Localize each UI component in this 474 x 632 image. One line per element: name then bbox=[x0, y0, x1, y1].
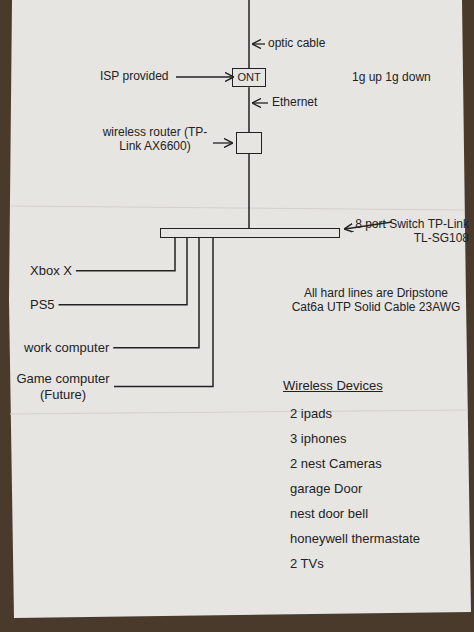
list-item: honeywell thermastate bbox=[290, 531, 420, 547]
callout-label: ISP provided bbox=[100, 69, 169, 83]
list-item: 3 iphones bbox=[290, 431, 346, 447]
device-label: work computer bbox=[24, 340, 109, 356]
speed-note: 1g up 1g down bbox=[352, 70, 431, 84]
device-callout: wireless router (TP-Link AX6600) bbox=[99, 125, 211, 154]
list-heading: Wireless Devices bbox=[283, 378, 383, 394]
device-label: Xbox X bbox=[30, 263, 72, 279]
node-text: PS5 bbox=[30, 297, 55, 313]
node-text: Xbox X bbox=[30, 263, 72, 279]
callout-arrow bbox=[253, 102, 268, 103]
network-cable bbox=[76, 238, 175, 271]
device-callout: 8 port Switch TP-Link TL-SG108 bbox=[353, 217, 469, 246]
device-label: Game computer (Future) bbox=[16, 371, 110, 402]
fiber-line bbox=[248, 0, 250, 68]
node-text: work computer bbox=[24, 340, 109, 356]
callout-label: optic cable bbox=[268, 36, 325, 50]
callout-arrow bbox=[176, 76, 233, 77]
paper-fold bbox=[10, 410, 468, 414]
network-cable bbox=[248, 154, 250, 228]
paper-sheet bbox=[9, 0, 471, 618]
network-cable bbox=[114, 238, 213, 387]
network-cable bbox=[248, 87, 250, 132]
list-item: garage Door bbox=[290, 481, 362, 497]
switch-box: 8 port Switch TP-Link TL-SG108 bbox=[160, 228, 340, 238]
cable-note: All hard lines are Dripstone Cat6a UTP S… bbox=[288, 286, 464, 315]
node-text: ONT bbox=[237, 71, 260, 84]
network-cable bbox=[59, 238, 187, 305]
device-label: PS5 bbox=[30, 297, 55, 313]
list-item: nest door bell bbox=[290, 506, 368, 522]
node-text: Game computer (Future) bbox=[16, 371, 110, 402]
ont-box: ONT bbox=[232, 68, 265, 87]
callout-arrow bbox=[253, 43, 265, 44]
callout-arrow bbox=[213, 142, 232, 143]
callout-label: Ethernet bbox=[272, 95, 317, 109]
list-item: 2 ipads bbox=[290, 406, 332, 422]
router-box: wireless router (TP-Link AX6600) bbox=[236, 132, 262, 154]
list-item: 2 nest Cameras bbox=[290, 456, 382, 472]
network-cable bbox=[113, 238, 199, 348]
paper-fold bbox=[11, 206, 464, 210]
list-item: 2 TVs bbox=[290, 556, 324, 572]
